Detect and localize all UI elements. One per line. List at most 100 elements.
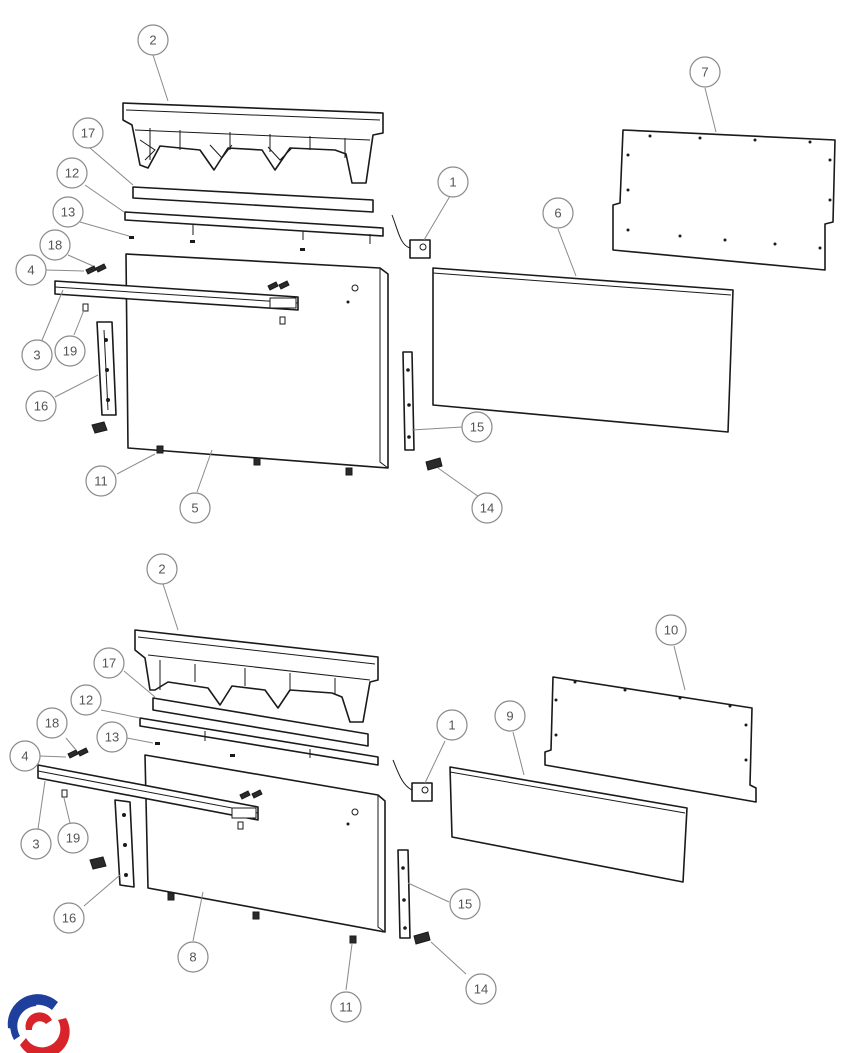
callout-l-12: 12 [70, 684, 102, 716]
svg-text:19: 19 [66, 831, 80, 846]
callout-l-19: 19 [57, 822, 89, 854]
part-4-18-screws [85, 263, 290, 291]
callout-u-4: 4 [15, 254, 47, 286]
callout-u-5: 5 [179, 492, 211, 524]
svg-text:1: 1 [449, 175, 456, 190]
svg-text:14: 14 [480, 501, 494, 516]
part-14-screw-lower [413, 931, 431, 945]
svg-text:19: 19 [63, 344, 77, 359]
part-6-panel [432, 267, 734, 433]
upper-assembly [39, 54, 836, 498]
callout-u-7: 7 [689, 56, 721, 88]
part-2-top-bracket-lower [134, 629, 379, 723]
callout-u-17: 17 [72, 117, 104, 149]
part-8-door-panel [144, 754, 386, 933]
part-3-handle [54, 280, 299, 311]
part-2-top-bracket [122, 102, 384, 184]
svg-text:3: 3 [32, 837, 39, 852]
svg-text:11: 11 [339, 1000, 353, 1015]
callout-l-17: 17 [93, 647, 125, 679]
part-9-panel [449, 766, 688, 883]
part-16-hinge-left [91, 321, 117, 434]
svg-text:12: 12 [79, 693, 93, 708]
callout-l-14: 14 [465, 973, 497, 1005]
part-5-door-panel [125, 253, 389, 469]
svg-text:15: 15 [458, 897, 472, 912]
svg-text:1: 1 [448, 718, 455, 733]
svg-text:5: 5 [191, 501, 198, 516]
svg-text:7: 7 [701, 65, 708, 80]
svg-text:12: 12 [65, 166, 79, 181]
callout-u-3: 3 [21, 339, 53, 371]
callout-l-3: 3 [20, 828, 52, 860]
svg-text:13: 13 [105, 730, 119, 745]
svg-text:8: 8 [189, 950, 196, 965]
callout-u-18: 18 [39, 229, 71, 261]
part-13-clips [129, 236, 305, 251]
callout-l-9: 9 [494, 700, 526, 732]
svg-text:18: 18 [45, 716, 59, 731]
svg-text:10: 10 [664, 623, 678, 638]
callout-u-19: 19 [54, 335, 86, 367]
part-19-nuts-lower [61, 789, 244, 830]
part-11-feet [156, 445, 353, 476]
svg-text:2: 2 [158, 562, 165, 577]
callout-u-12: 12 [56, 157, 88, 189]
callout-u-2: 2 [137, 24, 169, 56]
lower-assembly [37, 583, 757, 991]
part-15-hinge-right [402, 351, 415, 451]
part-11-feet-lower [167, 892, 357, 944]
svg-text:14: 14 [474, 982, 488, 997]
callout-l-8: 8 [177, 941, 209, 973]
callout-u-14: 14 [471, 492, 503, 524]
callout-u-1: 1 [437, 166, 469, 198]
svg-text:6: 6 [554, 206, 561, 221]
brand-logo [7, 994, 70, 1053]
part-1-module-lower [392, 759, 433, 802]
part-12-rail [124, 211, 384, 244]
callout-l-10: 10 [655, 614, 687, 646]
callout-l-15: 15 [449, 888, 481, 920]
part-15-hinge-right-lower [397, 849, 411, 939]
svg-text:4: 4 [27, 263, 34, 278]
part-19-nuts [82, 303, 286, 325]
svg-text:3: 3 [33, 348, 40, 363]
part-14-screw [425, 457, 443, 471]
svg-text:11: 11 [94, 474, 108, 489]
part-7-back-plate [612, 129, 836, 271]
svg-text:2: 2 [149, 33, 156, 48]
callout-l-16: 16 [53, 902, 85, 934]
upper-leaders [39, 54, 717, 498]
svg-text:18: 18 [48, 238, 62, 253]
part-10-back-plate [544, 676, 757, 803]
callout-u-11: 11 [85, 465, 117, 497]
part-3-handle-lower [37, 764, 259, 821]
callout-u-16: 16 [25, 390, 57, 422]
part-16-hinge-left-lower [89, 799, 135, 888]
svg-text:16: 16 [62, 911, 76, 926]
callout-l-18: 18 [36, 707, 68, 739]
svg-text:15: 15 [470, 420, 484, 435]
callout-u-13: 13 [52, 196, 84, 228]
part-4-18-screws-lower [67, 747, 263, 800]
callouts: 2 7 17 12 1 13 6 18 4 19 3 16 15 11 5 14… [9, 24, 721, 1023]
svg-text:17: 17 [102, 656, 116, 671]
part-17-strip-lower [152, 697, 369, 747]
callout-l-13: 13 [96, 721, 128, 753]
callout-l-4: 4 [9, 740, 41, 772]
callout-l-11: 11 [330, 991, 362, 1023]
callout-l-2: 2 [146, 553, 178, 585]
svg-text:13: 13 [61, 205, 75, 220]
lower-leaders [37, 583, 686, 991]
svg-text:17: 17 [81, 126, 95, 141]
svg-text:9: 9 [506, 709, 513, 724]
part-17-strip [132, 186, 374, 213]
part-12-rail-lower [139, 717, 379, 766]
callout-u-15: 15 [461, 411, 493, 443]
callout-l-1: 1 [436, 709, 468, 741]
part-1-module [391, 214, 431, 259]
part-13-clips-lower [155, 742, 235, 757]
callout-u-6: 6 [542, 197, 574, 229]
svg-text:16: 16 [34, 399, 48, 414]
